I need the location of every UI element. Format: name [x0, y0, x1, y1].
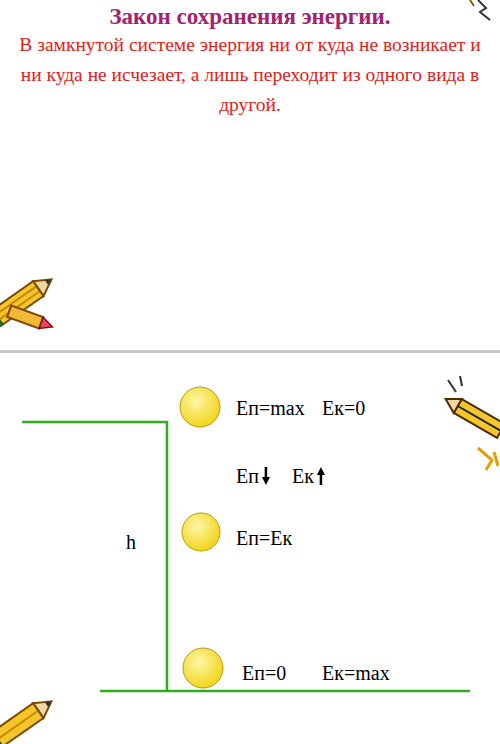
energy-label: Еп=Ек: [236, 527, 292, 549]
energy-label: Ек=0: [322, 397, 365, 419]
arrow-head: [317, 467, 325, 475]
law-statement: В замкнутой системе энергия ни от куда н…: [10, 30, 490, 120]
pencil-clipart: [442, 376, 500, 470]
pencil-clipart: [7, 306, 54, 333]
arrow-head: [262, 477, 270, 485]
height-label: h: [126, 531, 136, 553]
energy-label: Еп: [236, 465, 259, 487]
pencil-clipart: [0, 694, 57, 744]
pencil-clipart: [0, 272, 57, 329]
ball-middle: [182, 513, 220, 551]
cliff-line: [22, 422, 167, 690]
slide-separator: [0, 350, 500, 353]
clipart-fragment: [470, 0, 490, 20]
energy-label: Ек=max: [322, 662, 390, 684]
ground-line: [100, 690, 470, 693]
energy-label: Еп=0: [242, 662, 286, 684]
energy-label: Еп=max: [236, 397, 305, 419]
slide-title: Закон сохранения энергии.: [0, 4, 500, 30]
ball-top: [180, 387, 220, 427]
ball-bottom: [183, 648, 223, 688]
energy-label: Ек: [292, 465, 314, 487]
